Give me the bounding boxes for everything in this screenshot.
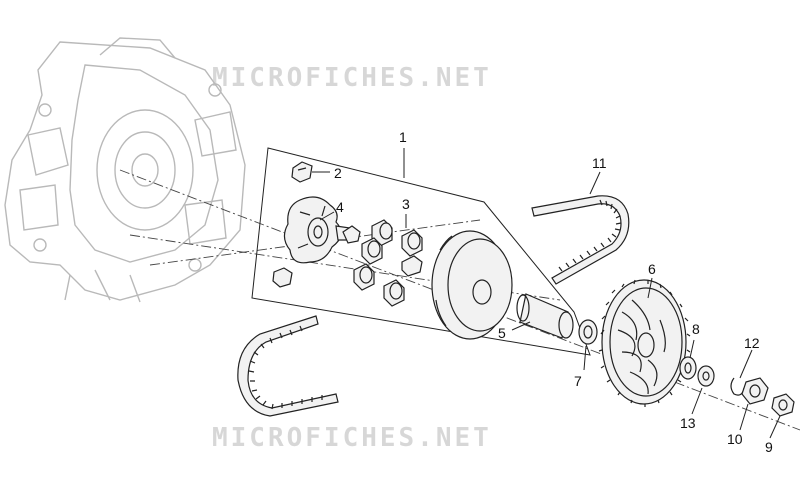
callout-13: 13 xyxy=(680,415,696,431)
leader-4 xyxy=(319,211,335,221)
callout-12: 12 xyxy=(744,335,760,351)
callout-8: 8 xyxy=(692,321,700,337)
leader-6 xyxy=(647,277,653,299)
watermark-top: MICROFICHES.NET xyxy=(212,63,492,93)
part-10-spring-nut xyxy=(741,377,769,405)
part-3-roller-weights xyxy=(353,219,423,307)
part-5-bushing xyxy=(516,293,574,339)
callout-6: 6 xyxy=(648,261,656,277)
leader-10 xyxy=(739,403,749,431)
leader-13 xyxy=(691,387,703,415)
leader-12 xyxy=(739,349,753,379)
part-11-drive-belt xyxy=(531,195,630,285)
part-7-washer xyxy=(578,319,598,345)
watermark-bottom: MICROFICHES.NET xyxy=(212,423,492,453)
callout-10: 10 xyxy=(727,431,743,447)
callout-3: 3 xyxy=(402,196,410,212)
part-2-slider-clip xyxy=(291,161,313,183)
leader-9 xyxy=(769,415,781,439)
variator-pulley xyxy=(431,230,513,340)
part-2-slider-clip-b xyxy=(272,267,293,288)
part-8-washer xyxy=(679,356,697,380)
callout-4: 4 xyxy=(336,199,344,215)
drive-belt-lower xyxy=(237,315,339,417)
leader-5 xyxy=(511,321,531,331)
callout-5: 5 xyxy=(498,325,506,341)
leader-7 xyxy=(583,345,587,371)
callout-7: 7 xyxy=(574,373,582,389)
leader-11 xyxy=(589,171,601,195)
part-4-sleeve-tip xyxy=(342,225,361,244)
leader-8 xyxy=(689,339,695,359)
callout-11: 11 xyxy=(592,155,607,171)
callout-2: 2 xyxy=(334,165,342,181)
crankcase-housing xyxy=(4,37,246,303)
part-6-fan-pulley xyxy=(598,279,691,407)
callout-1: 1 xyxy=(399,129,407,145)
part-9-nut xyxy=(771,393,795,417)
part-13-washer xyxy=(697,365,715,387)
callout-9: 9 xyxy=(765,439,773,455)
